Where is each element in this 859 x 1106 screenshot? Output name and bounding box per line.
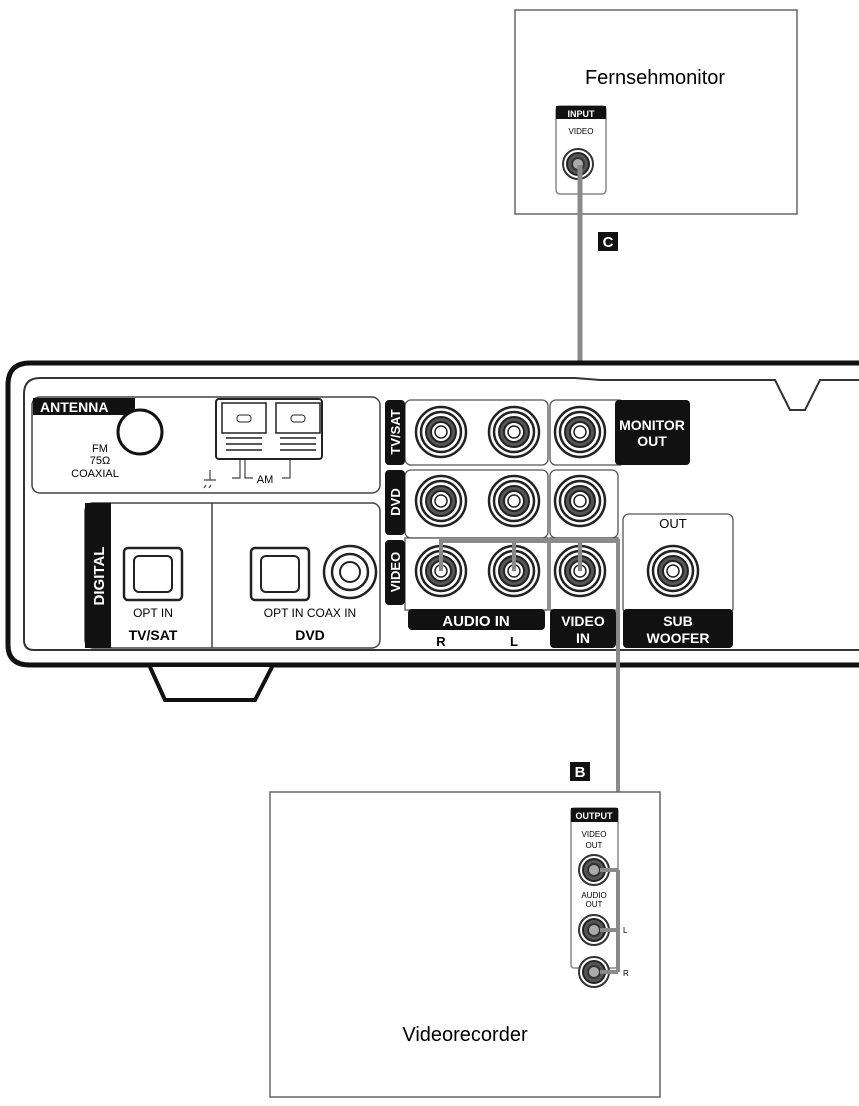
fm-label: FM — [92, 443, 108, 455]
video-in-label-1: VIDEO — [561, 613, 605, 629]
am-terminal[interactable] — [215, 398, 323, 460]
fm-coaxial-label: COAXIAL — [71, 468, 119, 480]
audio-l-label: L — [510, 634, 518, 649]
dvd-audio-l-jack[interactable] — [487, 474, 541, 528]
dvd-coax-in[interactable] — [322, 544, 378, 600]
vcr-title: Videorecorder — [402, 1024, 528, 1046]
tv-title: Fernsehmonitor — [585, 67, 725, 89]
row-label-dvd: DVD — [388, 488, 403, 515]
dvd-video-in-jack[interactable] — [553, 474, 607, 528]
subwoofer-label-2: WOOFER — [647, 630, 710, 646]
subwoofer-out-jack[interactable] — [646, 544, 700, 598]
digital-panel: DIGITAL OPT IN TV/SAT OPT IN COAX IN DVD — [84, 502, 381, 649]
cable-b: B — [439, 539, 620, 870]
cable-c-label: C — [603, 234, 614, 251]
vcr-l-label: L — [623, 926, 628, 935]
digital-tag: DIGITAL — [91, 547, 108, 606]
tv-monitor: Fernsehmonitor INPUT VIDEO — [514, 9, 798, 215]
vcr-audio-out-label-1: AUDIO — [581, 891, 606, 900]
dvd-optical-in[interactable] — [249, 546, 311, 602]
monitor-out-label-2: OUT — [637, 433, 667, 449]
subwoofer-label-1: SUB — [663, 613, 693, 629]
antenna-tag: ANTENNA — [40, 399, 108, 415]
sub-out-label: OUT — [659, 516, 687, 531]
fm-impedance-label: 75Ω — [90, 455, 110, 467]
video-in-label-2: IN — [576, 630, 590, 646]
dvd-digital-label: DVD — [295, 627, 325, 643]
audio-r-label: R — [436, 634, 446, 649]
vcr-audio-out-label-2: OUT — [586, 900, 603, 909]
dvd-opt-coax-label: OPT IN COAX IN — [264, 606, 356, 620]
monitor-out-jack[interactable] — [553, 405, 607, 459]
vcr-video-out-label-1: VIDEO — [582, 830, 607, 839]
row-label-tvsat: TV/SAT — [388, 409, 403, 454]
antenna-panel: ANTENNA FM 75Ω COAXIAL AM — [31, 396, 381, 494]
audio-in-label: AUDIO IN — [442, 613, 510, 630]
fm-coaxial-jack[interactable] — [116, 408, 164, 456]
vcr-video-out-label-2: OUT — [586, 841, 603, 850]
tvsat-opt-in-label: OPT IN — [133, 606, 173, 620]
cable-b-label: B — [575, 764, 586, 781]
receiver-rear-panel: ANTENNA FM 75Ω COAXIAL AM DIGITAL — [5, 360, 859, 702]
ground-icon — [203, 460, 291, 489]
tvsat-audio-r-jack[interactable] — [414, 405, 468, 459]
tvsat-optical-in[interactable] — [122, 546, 184, 602]
monitor-out-label-1: MONITOR — [619, 417, 685, 433]
tv-video-label: VIDEO — [569, 127, 594, 136]
vcr-output-tag: OUTPUT — [576, 811, 614, 821]
tvsat-digital-label: TV/SAT — [129, 627, 178, 643]
videorecorder: OUTPUT VIDEO OUT AUDIO OUT L R Videoreco… — [269, 791, 661, 1098]
analog-inputs: TV/SAT DVD VIDEO MONITOR OUT AUDIO IN R … — [385, 399, 734, 649]
dvd-audio-r-jack[interactable] — [414, 474, 468, 528]
tvsat-audio-l-jack[interactable] — [487, 405, 541, 459]
row-label-video: VIDEO — [388, 552, 403, 592]
tv-input-tag: INPUT — [568, 109, 596, 119]
am-label: AM — [257, 474, 274, 486]
vcr-r-label: R — [623, 969, 629, 978]
